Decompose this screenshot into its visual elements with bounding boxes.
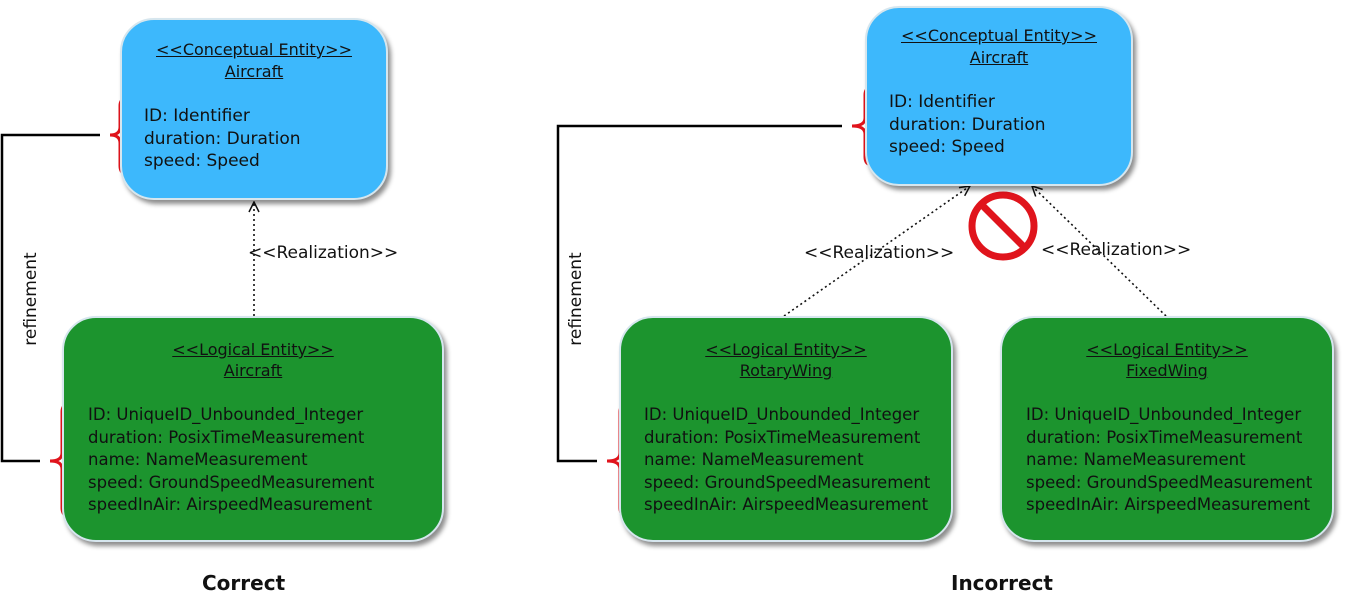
logical-entity-rotarywing[interactable]: <<Logical Entity>> RotaryWing ID: Unique… <box>619 316 953 542</box>
entity-stereotype: <<Conceptual Entity>> <box>156 40 352 59</box>
entity-name: Aircraft <box>223 361 283 380</box>
logical-entity-fixedwing[interactable]: <<Logical Entity>> FixedWing ID: UniqueI… <box>1000 316 1334 542</box>
entity-stereotype: <<Conceptual Entity>> <box>901 26 1097 45</box>
attribute-list: ID: UniqueID_Unbounded_Integer duration:… <box>88 404 374 517</box>
attribute: duration: PosixTimeMeasurement <box>644 427 921 447</box>
attribute: name: NameMeasurement <box>644 450 864 469</box>
attribute: speedInAir: AirspeedMeasurement <box>88 495 373 514</box>
attribute: ID: UniqueID_Unbounded_Integer <box>1026 405 1302 424</box>
entity-name: FixedWing <box>1126 361 1208 380</box>
realization-label-correct: <<Realization>> <box>248 243 399 263</box>
refinement-line-correct <box>0 133 100 463</box>
attribute: speedInAir: AirspeedMeasurement <box>1026 495 1311 514</box>
conceptual-entity-aircraft-correct[interactable]: <<Conceptual Entity>> Aircraft ID: Ident… <box>120 18 388 200</box>
refinement-label-incorrect: refinement <box>566 252 586 346</box>
caption-correct: Correct <box>202 571 286 595</box>
realization-label-rotarywing: <<Realization>> <box>804 243 955 263</box>
attribute: duration: PosixTimeMeasurement <box>88 427 365 447</box>
attribute: duration: PosixTimeMeasurement <box>1026 427 1303 447</box>
no-entry-icon <box>968 191 1038 261</box>
attribute: duration: Duration <box>889 114 1046 135</box>
attribute: ID: UniqueID_Unbounded_Integer <box>644 405 920 424</box>
caption-incorrect: Incorrect <box>951 571 1053 595</box>
attribute-list: ID: Identifier duration: Duration speed:… <box>889 91 1046 159</box>
attribute: ID: UniqueID_Unbounded_Integer <box>88 405 364 424</box>
attribute: speed: GroundSpeedMeasurement <box>1026 472 1313 492</box>
attribute-list: ID: UniqueID_Unbounded_Integer duration:… <box>644 404 930 517</box>
attribute: speed: Speed <box>144 151 260 171</box>
attribute: speed: Speed <box>889 137 1005 157</box>
entity-stereotype: <<Logical Entity>> <box>705 340 867 359</box>
attribute: speed: GroundSpeedMeasurement <box>644 472 931 492</box>
attribute: speed: GroundSpeedMeasurement <box>88 472 375 492</box>
attribute-list: ID: Identifier duration: Duration speed:… <box>144 105 301 173</box>
entity-name: Aircraft <box>224 62 284 81</box>
attribute: duration: Duration <box>144 128 301 149</box>
attribute: ID: Identifier <box>889 92 995 112</box>
realization-arrow-fixedwing <box>1032 186 1167 317</box>
conceptual-entity-aircraft-incorrect[interactable]: <<Conceptual Entity>> Aircraft ID: Ident… <box>865 6 1133 186</box>
attribute-list: ID: UniqueID_Unbounded_Integer duration:… <box>1026 404 1312 517</box>
entity-stereotype: <<Logical Entity>> <box>1086 340 1248 359</box>
attribute: name: NameMeasurement <box>1026 450 1246 469</box>
attribute: speedInAir: AirspeedMeasurement <box>644 495 929 514</box>
refinement-label-correct: refinement <box>21 252 41 346</box>
entity-name: RotaryWing <box>739 361 833 380</box>
attribute: name: NameMeasurement <box>88 450 308 469</box>
logical-entity-aircraft-correct[interactable]: <<Logical Entity>> Aircraft ID: UniqueID… <box>62 316 444 542</box>
refinement-line-incorrect <box>556 124 842 463</box>
attribute: ID: Identifier <box>144 106 250 126</box>
realization-label-fixedwing: <<Realization>> <box>1041 240 1192 260</box>
entity-name: Aircraft <box>969 48 1029 67</box>
entity-stereotype: <<Logical Entity>> <box>172 340 334 359</box>
